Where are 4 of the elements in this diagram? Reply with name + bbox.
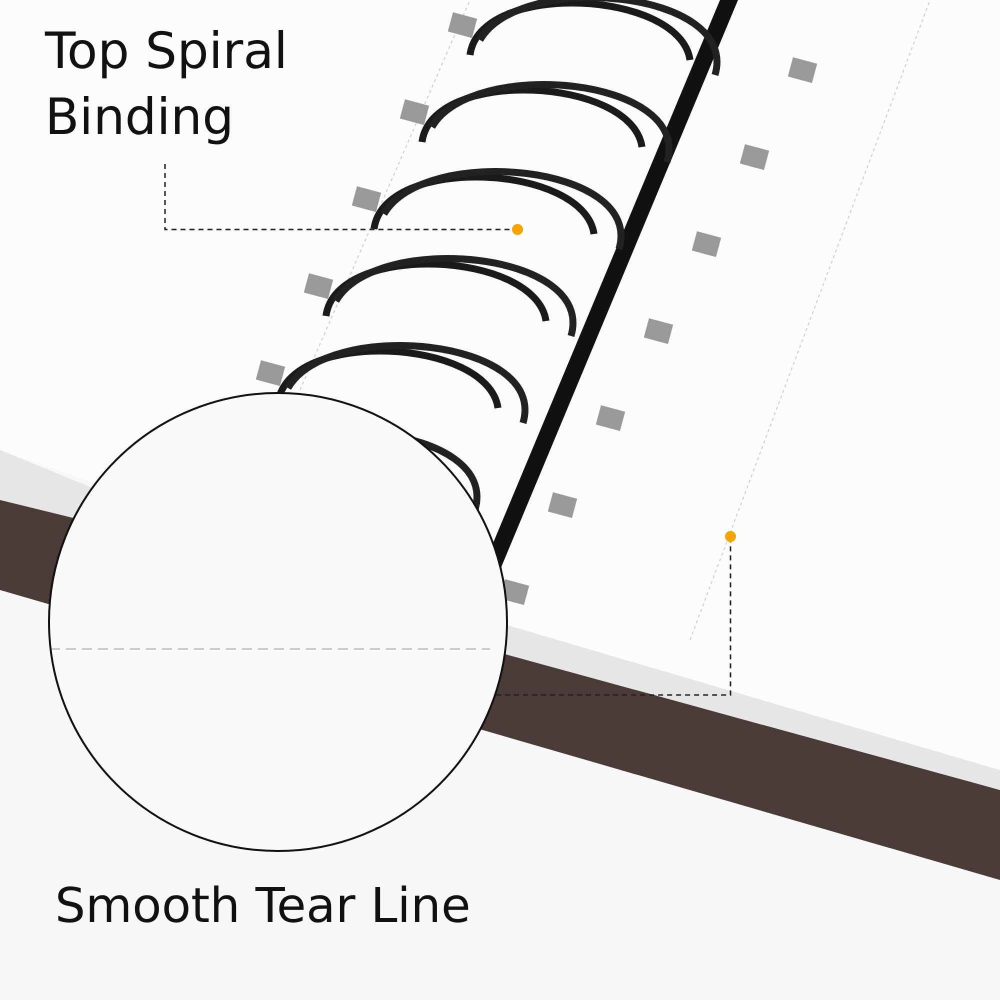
callout-label: Top Spiral Binding [45,18,345,150]
leader-line [496,542,732,696]
leader-line [164,164,512,230]
caption-label: Smooth Tear Line [55,878,471,934]
